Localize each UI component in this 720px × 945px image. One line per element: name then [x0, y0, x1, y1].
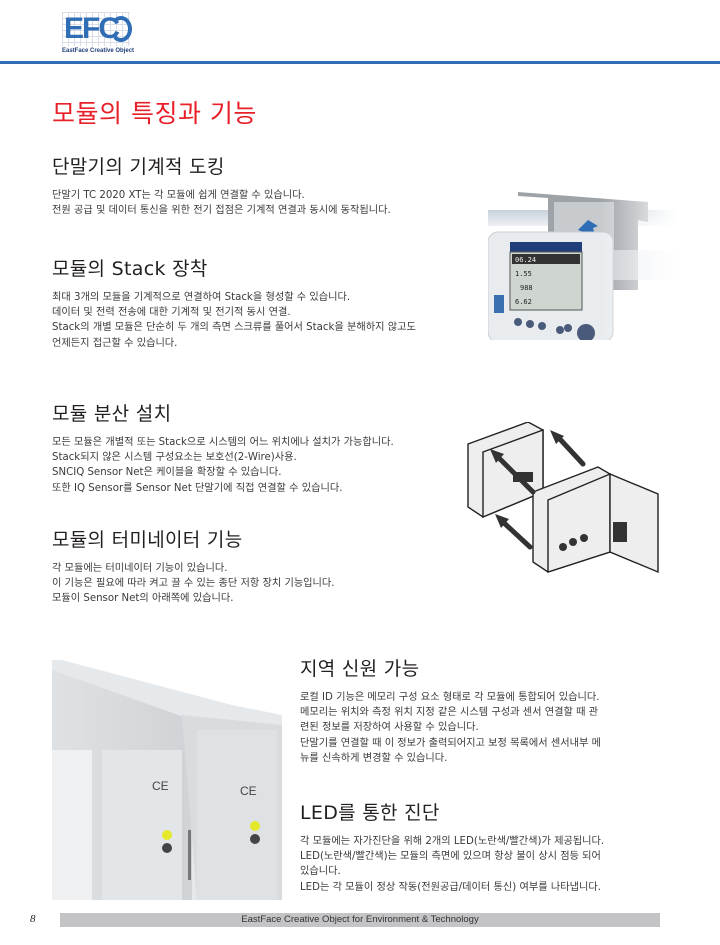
section-line: 로컬 ID 기능은 메모리 구성 요소 형태로 각 모듈에 통합되어 있습니다.: [300, 692, 600, 703]
section-line: 단말기를 연결할 때 이 정보가 출력되어지고 보정 목록에서 센서내부 메: [300, 737, 601, 749]
logo-subtitle: EastFace Creative Object: [62, 48, 135, 54]
section-line: 련된 정보를 저장하여 사용할 수 있습니다.: [300, 722, 479, 734]
stacked-modules-image: CE CE: [52, 650, 292, 900]
section-heading: 모듈 분산 설치: [52, 403, 172, 425]
section-line: 데이터 및 전력 전송에 대한 기계적 및 전기적 동시 연결.: [52, 307, 291, 319]
svg-text:CE: CE: [152, 779, 169, 793]
efco-logo: EFC EastFace Creative Object: [60, 10, 140, 56]
section-line: 전원 공급 및 데이터 통신을 위한 전기 접점은 기계적 연결과 동시에 동작…: [52, 205, 391, 217]
svg-text:CE: CE: [240, 784, 257, 798]
module-enclosures-image: [467, 422, 659, 574]
section-line: 언제든지 접근할 수 있습니다.: [52, 337, 178, 349]
section-heading: 지역 신원 가능: [300, 658, 420, 680]
page-number: 8: [30, 913, 36, 925]
section-line: 각 모듈에는 자가진단을 위해 2개의 LED(노란색/빨간색)가 제공됩니다.: [300, 836, 605, 847]
section-line: 이 기능은 필요에 따라 켜고 끌 수 있는 종단 저항 장치 기능입니다.: [52, 578, 335, 590]
section-heading: 모듈의 Stack 장착: [52, 258, 208, 280]
section-line: 모든 모듈은 개별적 또는 Stack으로 시스템의 어느 위치에나 설치가 가…: [52, 437, 394, 448]
logo-face-icon: [110, 16, 132, 42]
section-heading: 모듈의 터미네이터 기능: [52, 529, 243, 551]
section-line: 또한 IQ Sensor를 Sensor Net 단말기에 직접 연결할 수 있…: [52, 482, 343, 494]
page-title: 모듈의 특징과 기능: [52, 99, 257, 128]
section-line: 메모리는 위치와 측정 위치 지정 같은 시스템 구성과 센서 연결할 때 관: [300, 707, 599, 719]
section-line: SNCIQ Sensor Net은 케이블을 확장할 수 있습니다.: [52, 467, 282, 479]
section-led-diagnosis: LED를 통한 진단 각 모듈에는 자가진단을 위해 2개의 LED(노란색/빨…: [300, 798, 604, 895]
section-line: 모듈이 Sensor Net의 아래쪽에 있습니다.: [52, 593, 234, 605]
section-line: 있습니다.: [300, 866, 341, 878]
section-distributed-install: 모듈 분산 설치 모든 모듈은 개별적 또는 Stack으로 시스템의 어느 위…: [52, 399, 394, 496]
section-terminator: 모듈의 터미네이터 기능 각 모듈에는 터미네이터 기능이 있습니다. 이 기능…: [52, 525, 335, 607]
section-line: 뉴를 신속하게 변경할 수 있습니다.: [300, 752, 448, 764]
section-stack-mount: 모듈의 Stack 장착 최대 3개의 모듈을 기계적으로 연결하여 Stack…: [52, 254, 416, 351]
section-line: LED(노란색/빨간색)는 모듈의 측면에 있으며 항상 불이 상시 점등 되어: [300, 851, 601, 863]
section-mechanical-docking: 단말기의 기계적 도킹 단말기 TC 2020 XT는 각 모듈에 쉽게 연결할…: [52, 152, 391, 218]
section-line: 최대 3개의 모듈을 기계적으로 연결하여 Stack을 형성할 수 있습니다.: [52, 292, 351, 303]
section-line: Stack의 개별 모듈은 단순히 두 개의 측면 스크류를 풀어서 Stack…: [52, 322, 416, 334]
section-heading: 단말기의 기계적 도킹: [52, 156, 225, 178]
section-line: Stack되지 않은 시스템 구성요소는 보호선(2-Wire)사용.: [52, 452, 297, 464]
header-rule: [0, 61, 720, 64]
section-line: 각 모듈에는 터미네이터 기능이 있습니다.: [52, 563, 228, 574]
section-line: 단말기 TC 2020 XT는 각 모듈에 쉽게 연결할 수 있습니다.: [52, 190, 305, 201]
section-line: LED는 각 모듈이 정상 작동(전원공급/데이터 통신) 여부를 나타냅니다.: [300, 881, 601, 893]
section-heading: LED를 통한 진단: [300, 802, 440, 824]
section-local-identity: 지역 신원 가능 로컬 ID 기능은 메모리 구성 요소 형태로 각 모듈에 통…: [300, 654, 601, 766]
terminal-docking-image: 06.24 1.55 988 6.62: [488, 190, 678, 340]
footer-tagline: EastFace Creative Object for Environment…: [60, 913, 660, 927]
